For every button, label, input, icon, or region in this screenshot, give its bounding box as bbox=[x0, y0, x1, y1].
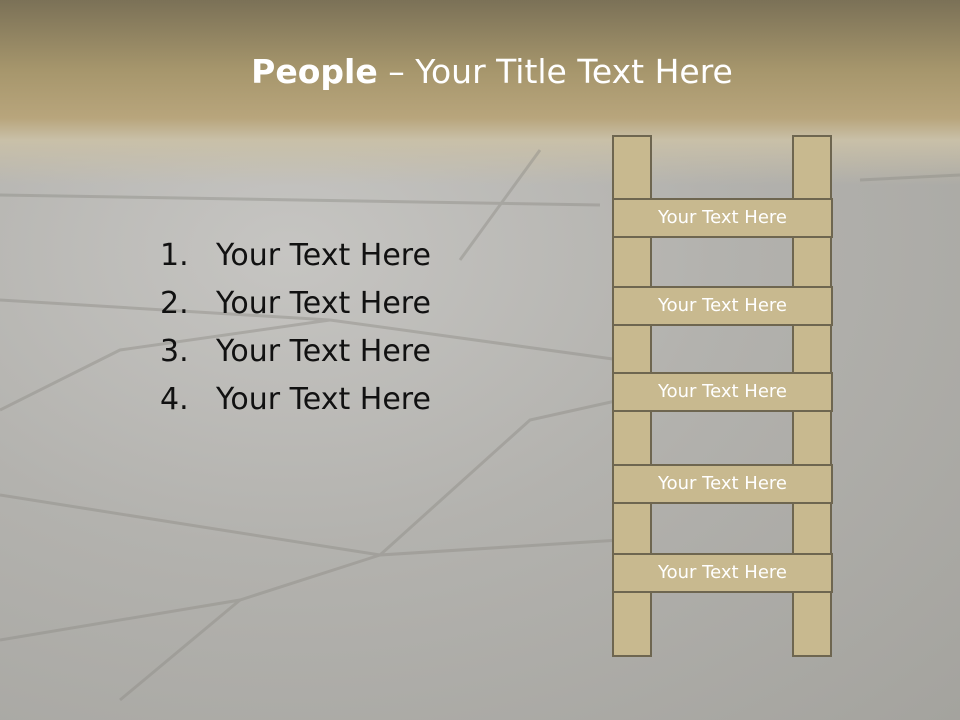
title-bold: People bbox=[251, 52, 378, 91]
list-text: Your Text Here bbox=[216, 382, 431, 417]
list-item: 4. Your Text Here bbox=[160, 376, 431, 424]
list-item: 1. Your Text Here bbox=[160, 232, 431, 280]
list-text: Your Text Here bbox=[216, 238, 431, 273]
list-number: 3. bbox=[160, 334, 189, 369]
list-item: 3. Your Text Here bbox=[160, 328, 431, 376]
title-rest: – Your Title Text Here bbox=[377, 52, 733, 91]
list-text: Your Text Here bbox=[216, 286, 431, 321]
list-number: 1. bbox=[160, 238, 189, 273]
list-number: 4. bbox=[160, 382, 189, 417]
ladder-step-5: Your Text Here bbox=[612, 553, 833, 593]
ladder-step-2: Your Text Here bbox=[612, 286, 833, 326]
list-number: 2. bbox=[160, 286, 189, 321]
ladder-step-1: Your Text Here bbox=[612, 198, 833, 238]
slide-title: People – Your Title Text Here bbox=[0, 52, 960, 91]
ladder-step-3: Your Text Here bbox=[612, 372, 833, 412]
numbered-list: 1. Your Text Here 2. Your Text Here 3. Your… bbox=[160, 232, 431, 424]
list-item: 2. Your Text Here bbox=[160, 280, 431, 328]
list-text: Your Text Here bbox=[216, 334, 431, 369]
ladder-step-4: Your Text Here bbox=[612, 464, 833, 504]
